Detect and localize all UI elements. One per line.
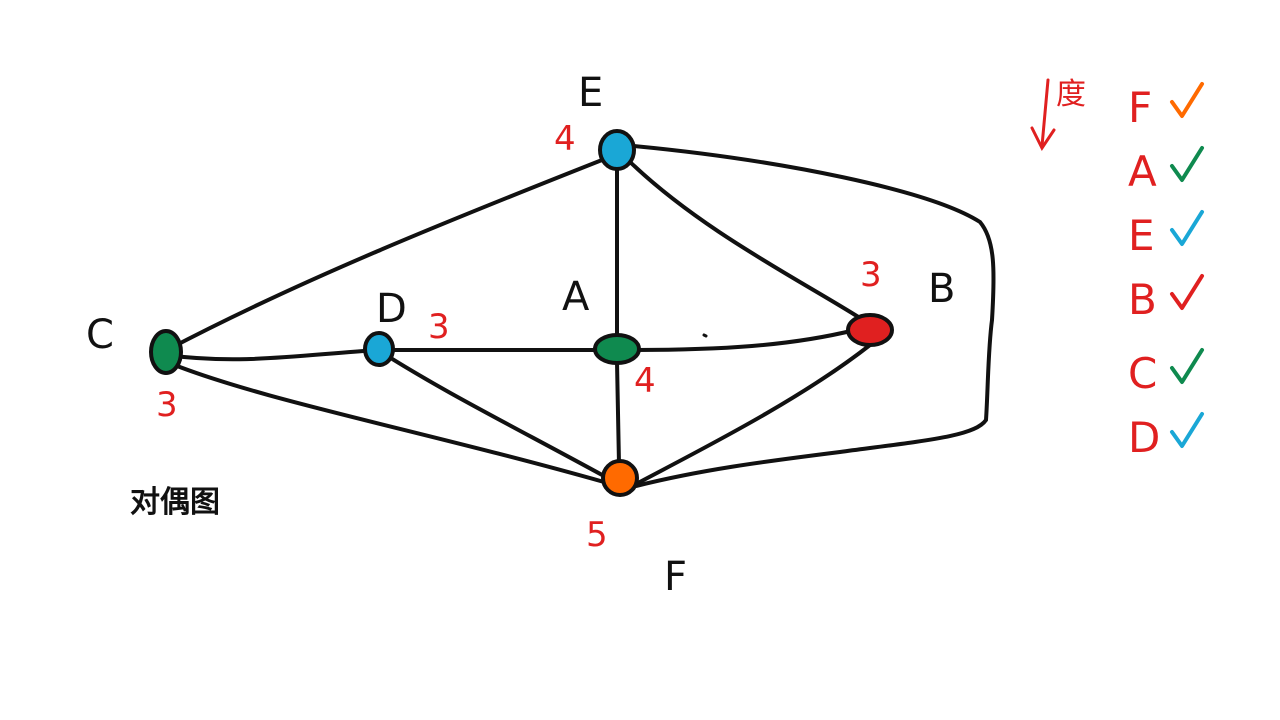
edge-c-d	[165, 348, 380, 362]
node-label-e: E	[578, 70, 603, 116]
node-a	[593, 333, 641, 365]
edge-d-f	[376, 348, 606, 478]
node-f	[601, 459, 639, 497]
degree-note: 度	[1056, 77, 1086, 112]
degree-order-arrow	[1030, 78, 1056, 151]
nodes-group	[149, 129, 894, 497]
node-label-c: C	[86, 312, 114, 358]
node-label-b: B	[928, 266, 955, 312]
node-label-f: F	[664, 554, 687, 600]
node-d	[363, 331, 395, 367]
degree-b: 3	[860, 255, 882, 295]
order-letter-e: E	[1128, 211, 1155, 260]
degree-a: 4	[634, 361, 656, 401]
check-icon	[1170, 274, 1204, 310]
degree-c: 3	[156, 385, 178, 425]
check-icon	[1170, 412, 1204, 448]
edge-c-f	[165, 360, 606, 484]
edge-c-e	[165, 158, 604, 352]
edge-a-f	[615, 360, 621, 466]
edge-a-b	[628, 328, 857, 352]
order-letter-b: B	[1128, 275, 1157, 324]
order-letter-d: D	[1128, 413, 1160, 462]
order-letter-c: C	[1128, 349, 1157, 398]
order-letter-f: F	[1128, 83, 1152, 132]
graph-title: 对偶图	[130, 485, 220, 520]
edge-e-f	[632, 144, 996, 488]
check-icon	[1170, 146, 1204, 182]
edges-group	[165, 144, 996, 488]
edge-e-b	[626, 158, 862, 320]
edge-b-f	[634, 343, 872, 486]
degree-e: 4	[554, 119, 576, 159]
node-label-d: D	[376, 286, 407, 332]
degree-d: 3	[428, 307, 450, 347]
node-c	[149, 329, 183, 375]
check-icon	[1170, 82, 1204, 118]
edge-stray-dot	[702, 333, 708, 338]
check-icon	[1170, 210, 1204, 246]
node-b	[846, 313, 894, 347]
check-icon	[1170, 348, 1204, 384]
node-label-a: A	[562, 274, 590, 320]
degree-f: 5	[586, 515, 608, 555]
node-e	[598, 129, 636, 171]
order-letter-a: A	[1128, 147, 1157, 196]
